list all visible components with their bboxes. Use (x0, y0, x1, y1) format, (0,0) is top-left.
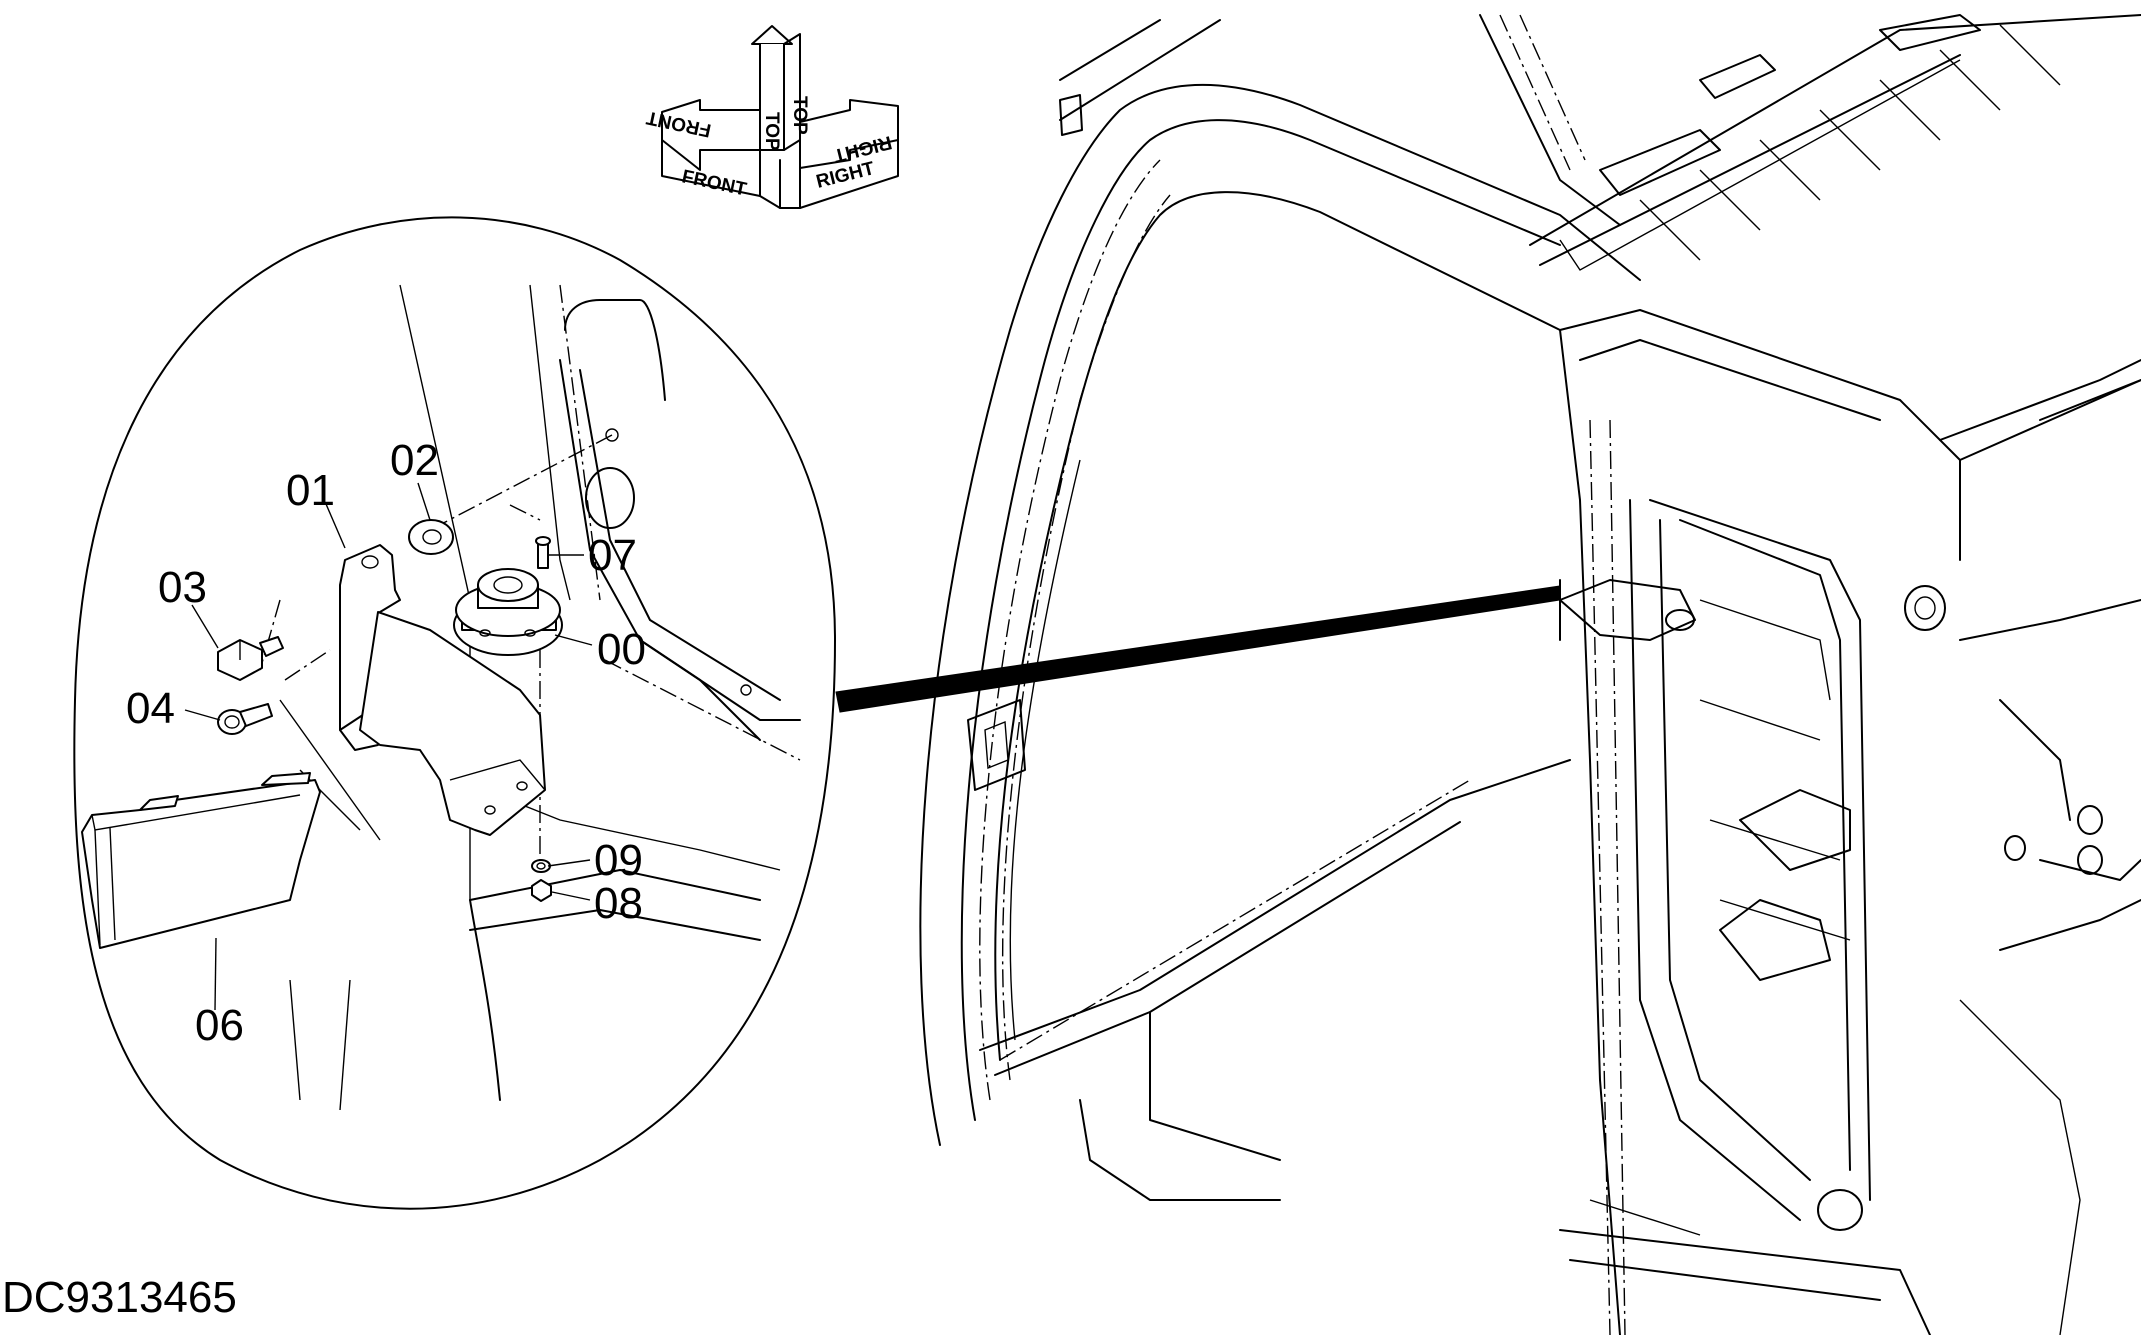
callout-08: 08 (594, 879, 643, 928)
callout-00: 00 (597, 625, 646, 674)
callout-06: 06 (195, 1001, 244, 1050)
orientation-indicator: FRONT FRONT TOP TOP RIGHT RIGHT (644, 25, 899, 209)
cab-frame-drawing (919, 14, 2141, 1335)
callout-01: 01 (286, 466, 335, 515)
callout-03: 03 (158, 563, 207, 612)
callout-02: 02 (390, 436, 439, 485)
orientation-top-label: TOP (789, 96, 810, 135)
orientation-front-label: FRONT (680, 166, 749, 200)
detail-view-circle (73, 216, 836, 1210)
callout-labels: 01 02 03 04 06 07 00 09 08 (126, 436, 646, 1050)
detail-leader-wedge (835, 585, 1561, 713)
callout-07: 07 (588, 531, 637, 580)
callout-04: 04 (126, 684, 175, 733)
orientation-top-mirror-label: TOP (761, 112, 782, 151)
callout-09: 09 (594, 836, 643, 885)
drawing-id-label: DC9313465 (2, 1273, 237, 1322)
